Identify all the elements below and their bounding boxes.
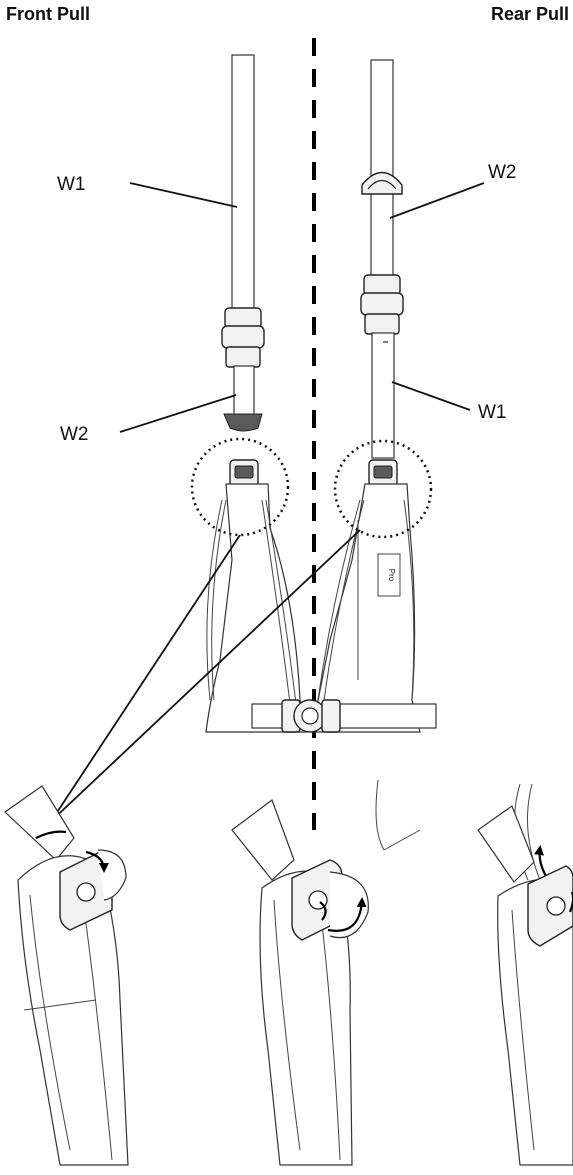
rear-harness: Pro [311,59,485,733]
detail-arrow-rear [43,529,361,829]
front-detail-circle [190,437,290,537]
detail-arrow-front [46,534,241,829]
label-rear-w1: W1 [478,402,507,423]
detail-step-1 [4,785,129,1166]
rear-harness-body [311,483,421,733]
detail-step-2 [231,779,421,1166]
brand-tag-text: Pro [387,569,396,582]
front-strap-w1 [231,54,255,311]
chest-strap [251,699,437,733]
front-harness [119,54,307,733]
rear-brand-tag [377,553,401,597]
front-buckle [221,307,265,368]
label-front-w1: W1 [57,174,86,195]
front-harness-body [205,483,307,733]
rear-pull-title: Rear Pull [490,4,569,24]
front-strap-w2 [233,365,255,417]
label-rear-w2: W2 [488,162,517,183]
front-slide [223,413,263,432]
rear-detail-circle [333,439,433,539]
detail-step-3 [477,783,573,1166]
front-pull-title: Front Pull [6,4,90,24]
rear-d-ring [361,171,403,195]
rear-strap-w2 [370,59,394,277]
rear-buckle [360,274,404,335]
rear-strap-w1 [371,332,395,459]
label-front-w2: W2 [60,424,89,445]
